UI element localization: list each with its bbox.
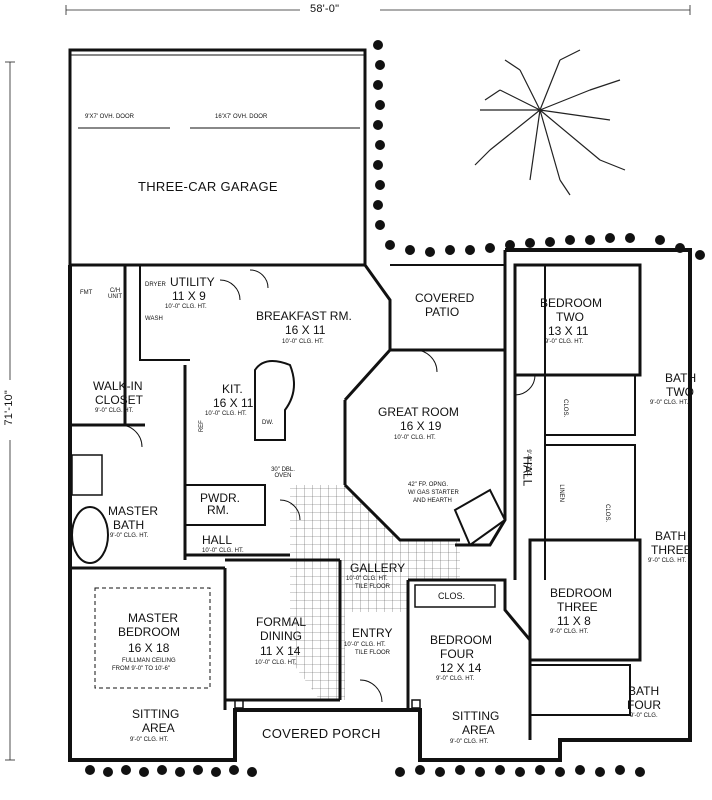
bedroom-three-line1: BEDROOM (550, 586, 613, 600)
dining-line1: FORMAL (256, 615, 307, 629)
breakfast-name: BREAKFAST RM. (256, 309, 352, 323)
clos-bath-three: CLOS. (604, 504, 611, 523)
great-room-clg: 10'-0" CLG. HT. (394, 435, 436, 441)
bedroom-two-clg: 9'-0" CLG. HT. (545, 339, 584, 345)
tree-illustration (474, 49, 626, 196)
sitting-left-clg: 9'-0" CLG. HT. (130, 737, 169, 743)
depth-dimension: 71'-10" (3, 390, 16, 426)
linen-label: LINEN (557, 484, 564, 502)
utility-clg: 10'-0" CLG. HT. (165, 304, 207, 310)
bedroom-three-size: 11 X 8 (557, 614, 591, 628)
master-bedroom-ceil2: FROM 9'-0" TO 10'-6" (112, 666, 171, 672)
kitchen-size: 16 X 11 (213, 396, 254, 410)
ch-unit-label: C/H UNIT (108, 288, 122, 301)
clos-bedroom-four: CLOS. (438, 591, 466, 601)
bath-two-line1: BATH (665, 371, 697, 385)
bedroom-three-clg: 9'-0" CLG. HT. (550, 629, 589, 635)
master-bedroom-line2: BEDROOM (118, 625, 181, 639)
utility-size: 11 X 9 (172, 289, 206, 303)
master-bedroom-line1: MASTER (128, 611, 179, 625)
kitchen-clg: 10'-0" CLG. HT. (205, 411, 247, 417)
breakfast-size: 16 X 11 (285, 323, 326, 337)
entry-name: ENTRY (352, 626, 393, 640)
bath-four-line2: FOUR (627, 698, 661, 712)
garage-door-small: 9'x7' OVH. DOOR (85, 114, 134, 120)
bedroom-two-line1: BEDROOM (540, 296, 603, 310)
bath-two-line2: TWO (666, 385, 694, 399)
master-bath-clg: 9'-0" CLG. HT. (110, 533, 149, 539)
entry-clg: 10'-0" CLG. HT. (344, 642, 386, 648)
hall-center-name: HALL (202, 533, 233, 547)
fmt-label: FMT (80, 290, 93, 296)
fp-line3: AND HEARTH (413, 498, 452, 504)
walkin-clg: 9'-0" CLG. HT. (95, 408, 134, 414)
bath-four-line1: BATH (628, 684, 660, 698)
ref-label: REF (198, 420, 205, 433)
bath-three-line2: THREE (651, 543, 692, 557)
fp-line1: 42" FP. OPNG. (408, 482, 449, 488)
bedroom-four-line1: BEDROOM (430, 633, 493, 647)
master-bedroom-ceil1: FULLMAN CEILING (122, 658, 176, 664)
sitting-right-clg: 9'-0" CLG. HT. (450, 739, 489, 745)
patio-line2: PATIO (425, 305, 460, 319)
master-bedroom-size: 16 X 18 (128, 641, 170, 655)
walkin-line2: CLOSET (95, 393, 144, 407)
width-dimension: 58'-0" (310, 3, 340, 15)
sitting-left-line1: SITTING (132, 707, 180, 721)
dimension-lines (5, 5, 691, 761)
bedroom-two-line2: TWO (556, 310, 584, 324)
covered-porch-label: COVERED PORCH (262, 726, 381, 741)
doors (119, 269, 536, 703)
hall-right-clg: 9'-0" CLG. (524, 449, 531, 477)
oven-label: 30" DBL. OVEN (271, 467, 295, 480)
walls (68, 48, 692, 762)
great-room-size: 16 X 19 (400, 419, 442, 433)
fp-line2: W/ GAS STARTER (408, 490, 459, 496)
gallery-floor: TILE FLOOR (355, 584, 391, 590)
entry-floor: TILE FLOOR (355, 650, 391, 656)
dryer-label: DRYER (145, 282, 166, 288)
bedroom-two-size: 13 X 11 (548, 324, 589, 338)
bedroom-three-line2: THREE (557, 600, 598, 614)
gallery-name: GALLERY (350, 561, 406, 575)
shrubs (85, 40, 705, 777)
wash-label: WASH (145, 316, 163, 322)
garage-label: THREE-CAR GARAGE (138, 179, 278, 194)
great-room-name: GREAT ROOM (378, 405, 459, 419)
clos-bath-two: CLOS. (562, 399, 569, 418)
gallery-clg: 10'-0" CLG. HT. (346, 576, 388, 582)
sitting-left-line2: AREA (142, 721, 175, 735)
dining-line2: DINING (260, 629, 302, 643)
powder-line2: RM. (207, 503, 229, 517)
bedroom-four-size: 12 X 14 (440, 661, 482, 675)
bath-three-clg: 9'-0" CLG. HT. (648, 558, 687, 564)
bedroom-four-line2: FOUR (440, 647, 474, 661)
sitting-right-line1: SITTING (452, 709, 500, 723)
kitchen-name: KIT. (222, 382, 243, 396)
sitting-right-line2: AREA (462, 723, 495, 737)
bath-three-line1: BATH (655, 529, 687, 543)
bath-four-clg: 9'-0" CLG. (630, 713, 658, 719)
tile-floor (290, 485, 460, 700)
breakfast-clg: 10'-0" CLG. HT. (282, 339, 324, 345)
dining-clg: 10'-0" CLG. HT. (255, 660, 297, 666)
dw-label: DW. (262, 420, 274, 426)
walkin-line1: WALK-IN (93, 379, 143, 393)
patio-line1: COVERED (415, 291, 475, 305)
hall-center-clg: 10'-0" CLG. HT. (202, 548, 244, 554)
master-bath-line1: MASTER (108, 504, 159, 518)
bedroom-four-clg: 9'-0" CLG. HT. (436, 676, 475, 682)
utility-name: UTILITY (170, 275, 215, 289)
garage-door-large: 16'x7' OVH. DOOR (215, 114, 268, 120)
master-bath-line2: BATH (113, 518, 145, 532)
bath-two-clg: 9'-0" CLG. HT. (650, 400, 689, 406)
powder-line1: PWDR. (200, 491, 240, 505)
dining-size: 11 X 14 (260, 644, 301, 658)
